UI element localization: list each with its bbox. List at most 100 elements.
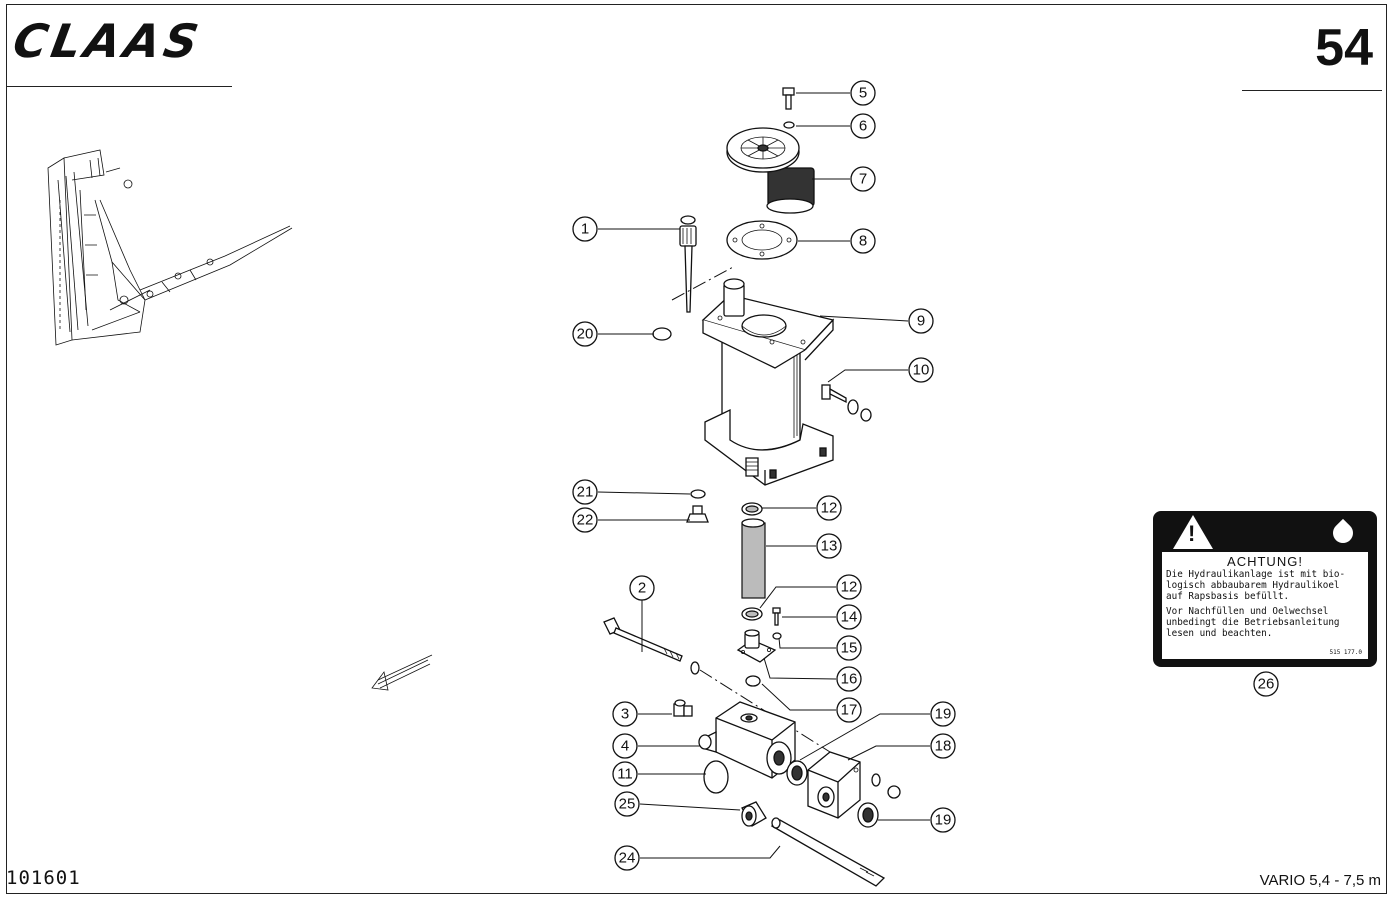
svg-text:12: 12 xyxy=(841,579,858,596)
svg-text:13: 13 xyxy=(821,538,838,555)
svg-text:21: 21 xyxy=(577,484,594,501)
callout-7: 7 xyxy=(850,166,876,192)
callout-10: 10 xyxy=(908,357,934,383)
callout-15: 15 xyxy=(836,635,862,661)
svg-text:24: 24 xyxy=(619,850,636,867)
part-5-bolt xyxy=(782,87,795,110)
exclamation-mark-icon: ! xyxy=(1188,521,1196,546)
part-19-seal xyxy=(857,802,879,828)
callout-23: 22 xyxy=(572,507,598,533)
svg-text:4: 4 xyxy=(621,738,629,755)
svg-text:16: 16 xyxy=(841,671,858,688)
svg-text:12: 12 xyxy=(821,500,838,517)
svg-text:25: 25 xyxy=(619,796,636,813)
warning-line: Vor Nachfüllen und Oelwechsel xyxy=(1166,606,1329,617)
svg-text:26: 26 xyxy=(1258,676,1275,693)
callout-17: 17 xyxy=(836,697,862,723)
part-17-o-ring xyxy=(745,675,761,687)
part-11-o-ring xyxy=(703,760,729,794)
callout-6: 6 xyxy=(850,113,876,139)
svg-text:9: 9 xyxy=(917,313,925,330)
callout-24: 24 xyxy=(614,845,640,871)
callout-11: 11 xyxy=(612,761,638,787)
part-16-flange xyxy=(736,629,777,663)
block-washer xyxy=(871,773,881,787)
warning-line: auf Rapsbasis befüllt. xyxy=(1166,591,1290,602)
callout-18: 18 xyxy=(930,733,956,759)
part-22-washer xyxy=(690,489,706,499)
part-23-drain-plug xyxy=(686,505,709,523)
callout-26: 26 xyxy=(1253,671,1279,697)
svg-text:2: 2 xyxy=(638,580,646,597)
callout-3: 3 xyxy=(612,701,638,727)
part-10-bolt-set xyxy=(821,384,872,422)
part-21-o-ring xyxy=(652,327,672,341)
part-13-hose xyxy=(741,518,766,599)
callout-13: 13 xyxy=(816,533,842,559)
header-rule-right xyxy=(1242,90,1382,91)
callout-12-upper: 12 xyxy=(816,495,842,521)
callout-21: 20 xyxy=(572,321,598,347)
part-24-shaft xyxy=(770,817,886,887)
part-1-dipstick xyxy=(679,215,697,313)
svg-text:7: 7 xyxy=(859,171,867,188)
svg-text:3: 3 xyxy=(621,706,629,723)
svg-text:17: 17 xyxy=(841,702,858,719)
svg-text:15: 15 xyxy=(841,640,858,657)
svg-text:10: 10 xyxy=(913,362,930,379)
warning-line: Die Hydraulikanlage ist mit bio- xyxy=(1166,569,1346,580)
svg-text:22: 22 xyxy=(577,512,594,529)
callout-20: 19 xyxy=(930,701,956,727)
oil-drop-icon xyxy=(1328,518,1358,548)
part-7-filter-cap xyxy=(726,127,815,214)
callout-25: 25 xyxy=(614,791,640,817)
warning-triangle-icon xyxy=(1173,515,1213,549)
svg-text:6: 6 xyxy=(859,118,867,135)
callout-19: 19 xyxy=(930,807,956,833)
svg-text:18: 18 xyxy=(935,738,952,755)
dipstick-axis-line xyxy=(671,265,736,301)
block-nut xyxy=(887,785,901,799)
callout-4: 4 xyxy=(612,733,638,759)
callout-8: 8 xyxy=(850,228,876,254)
part-3-fitting xyxy=(673,699,693,717)
callout-2: 2 xyxy=(629,575,655,601)
machine-overview-sketch xyxy=(47,149,293,346)
part-2-long-bolt xyxy=(603,617,700,675)
svg-text:19: 19 xyxy=(935,812,952,829)
part-15-washer xyxy=(772,632,782,640)
page-number: 54 xyxy=(1315,19,1373,77)
callout-5: 5 xyxy=(850,80,876,106)
callout-1: 1 xyxy=(572,216,598,242)
part-6-washer xyxy=(783,121,795,129)
warning-text-panel: ACHTUNG! Die Hydraulikanlage ist mit bio… xyxy=(1162,552,1368,659)
warning-decal: ! ACHTUNG! Die Hydraulikanlage ist mit b… xyxy=(1153,511,1377,667)
callout-9: 9 xyxy=(908,308,934,334)
callout-22: 21 xyxy=(572,479,598,505)
callout-16: 16 xyxy=(836,666,862,692)
part-20-seal xyxy=(786,760,808,786)
warning-heading: ACHTUNG! xyxy=(1227,554,1303,569)
part-8-gasket xyxy=(726,220,798,260)
direction-arrow-icon xyxy=(371,654,433,691)
header-rule-left xyxy=(6,86,232,87)
svg-text:20: 20 xyxy=(577,326,594,343)
svg-text:1: 1 xyxy=(581,221,589,238)
model-label: VARIO 5,4 - 7,5 m xyxy=(1259,872,1381,889)
callout-14: 14 xyxy=(836,604,862,630)
callout-12-lower: 12 xyxy=(836,574,862,600)
drawing-number: 101601 xyxy=(6,867,81,889)
warning-part-code: 515 177.0 xyxy=(1329,649,1362,656)
svg-text:8: 8 xyxy=(859,233,867,250)
part-14-screw xyxy=(772,607,781,626)
warning-line: unbedingt die Betriebsanleitung xyxy=(1166,617,1340,628)
warning-line: logisch abbaubarem Hydraulikoel xyxy=(1166,580,1340,591)
leader-lines xyxy=(597,92,1267,859)
svg-text:11: 11 xyxy=(617,766,633,783)
part-18-bearing-block xyxy=(807,751,861,819)
drawing-frame xyxy=(6,4,1387,894)
part-12-hose-clamp-lower xyxy=(741,607,763,621)
part-4-hydraulic-pump xyxy=(698,701,796,779)
warning-line: lesen und beachten. xyxy=(1166,628,1273,639)
